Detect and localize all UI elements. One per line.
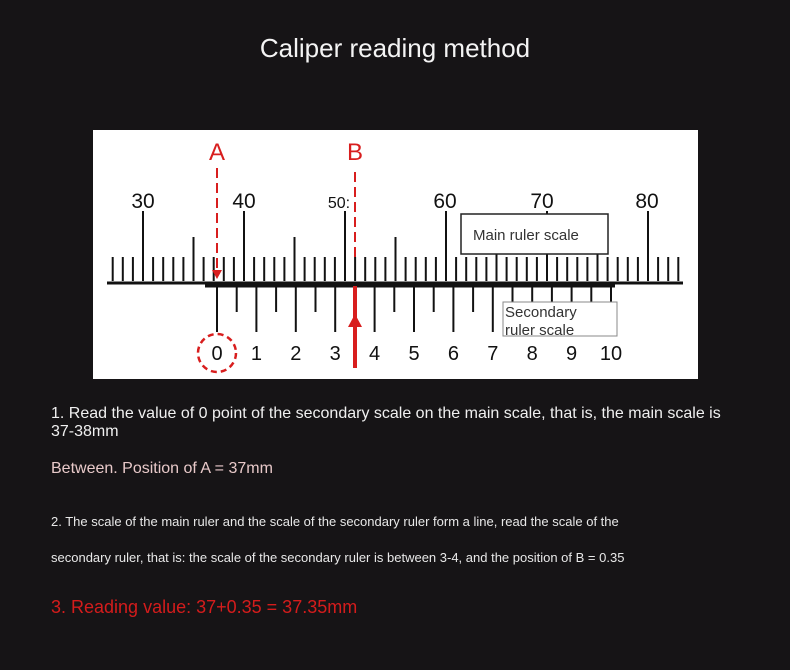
- zero-point-circle: [196, 332, 238, 374]
- marker-a-arrow: [212, 270, 222, 279]
- secondary-number-0: 0: [211, 343, 222, 365]
- secondary-number-4: 4: [369, 343, 380, 365]
- secondary-number-10: 10: [600, 343, 622, 365]
- secondary-number-1: 1: [251, 343, 262, 365]
- step-2-text-line-2: secondary ruler, that is: the scale of t…: [51, 550, 625, 565]
- step-1-text: 1. Read the value of 0 point of the seco…: [51, 405, 721, 440]
- marker-b-label: B: [347, 139, 363, 166]
- main-number-80: 80: [635, 190, 658, 213]
- secondary-scale-numbers: 0 1 2 3 4 5 6 7 8 9 10: [211, 343, 622, 365]
- secondary-number-6: 6: [448, 343, 459, 365]
- secondary-number-7: 7: [487, 343, 498, 365]
- main-number-40: 40: [232, 190, 255, 213]
- main-label-text: Main ruler scale: [473, 227, 579, 244]
- main-number-70: 70: [530, 190, 553, 213]
- caliper-illustration: 30 40 50: 60 70 80 0 1 2 3 4 5 6 7 8 9 10 Main rul…: [107, 139, 683, 374]
- secondary-number-2: 2: [290, 343, 301, 365]
- main-label-box: [460, 213, 609, 255]
- step-1-result: Between. Position of A = 37mm: [51, 460, 273, 477]
- main-number-50: 50:: [328, 195, 350, 212]
- step-2-text-line-1: 2. The scale of the main ruler and the s…: [51, 514, 619, 529]
- page-title: Caliper reading method: [259, 33, 531, 63]
- secondary-label-text: Secondary ruler scale: [505, 304, 581, 339]
- secondary-label-box: [502, 301, 618, 337]
- step-3-reading-value: 3. Reading value: 37+0.35 = 37.35mm: [51, 597, 358, 617]
- caliper-diagram: 30 40 50: 60 70 80 0 1 2 3 4 5 6 7 8 9 10 Main rul…: [93, 130, 698, 379]
- secondary-number-3: 3: [330, 343, 341, 365]
- secondary-number-8: 8: [527, 343, 538, 365]
- secondary-number-9: 9: [566, 343, 577, 365]
- marker-b-arrow: [348, 314, 362, 327]
- main-number-60: 60: [433, 190, 456, 213]
- main-number-30: 30: [131, 190, 154, 213]
- marker-a-label: A: [209, 139, 225, 166]
- main-scale-ticks: [111, 211, 680, 281]
- secondary-number-5: 5: [408, 343, 419, 365]
